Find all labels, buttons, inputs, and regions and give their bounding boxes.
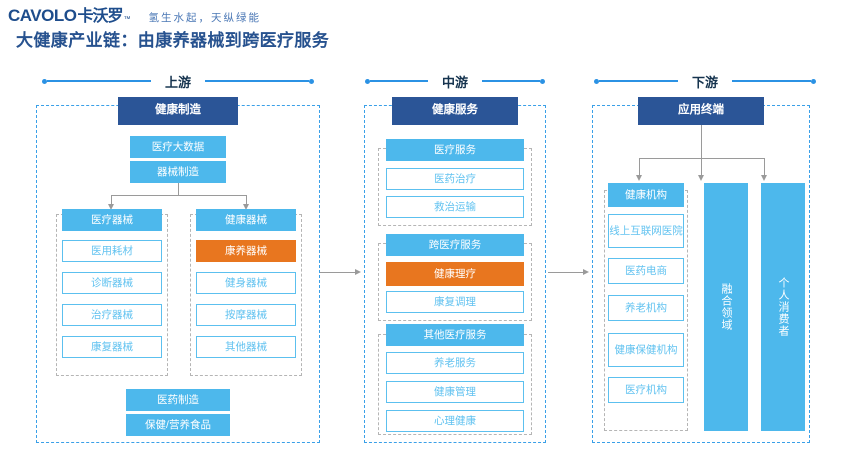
downstream-branch-left <box>639 158 640 176</box>
midstream-item-mental-health[interactable]: 心理健康 <box>386 410 524 432</box>
stage-line-left <box>47 80 151 82</box>
upstream-item-fitness-devices[interactable]: 健身器械 <box>196 272 296 294</box>
stage-dot-left <box>365 78 370 84</box>
arrow-midstream-to-downstream-icon <box>583 269 589 275</box>
downstream-item-online-internet-hospital[interactable]: 线上互联网医院 <box>608 214 684 248</box>
brand-tagline: 氢生水起，天纵绿能 <box>148 12 261 24</box>
midstream-item-pharmaceutical-treatment[interactable]: 医药治疗 <box>386 168 524 190</box>
downstream-vertical-box-individual-consumers[interactable]: 个人消费者 <box>761 183 805 431</box>
stage-label: 下游 <box>692 74 719 90</box>
upstream-item-other-devices[interactable]: 其他器械 <box>196 336 296 358</box>
downstream-branch-stem <box>701 125 702 158</box>
midstream-group-title-cross-medical-services[interactable]: 跨医疗服务 <box>386 234 524 256</box>
midstream-item-emergency-transport[interactable]: 救治运输 <box>386 196 524 218</box>
upstream-item-treatment-devices[interactable]: 治疗器械 <box>62 304 162 326</box>
downstream-branch-mid-arrow-icon <box>698 175 704 181</box>
upstream-item-rehab-devices[interactable]: 康复器械 <box>62 336 162 358</box>
stage-line-left <box>370 80 428 82</box>
stage-header-midstream: 中游 <box>365 72 546 90</box>
page-title: 大健康产业链：由康养器械到跨医疗服务 <box>16 31 330 50</box>
stage-line-right <box>205 80 310 82</box>
stage-dot-left <box>42 78 47 84</box>
stage-dot-right <box>309 78 315 84</box>
upstream-item-massage-devices[interactable]: 按摩器械 <box>196 304 296 326</box>
upstream-item-pharma-manufacturing[interactable]: 医药制造 <box>126 389 230 411</box>
upstream-item-diagnostic-devices[interactable]: 诊断器械 <box>62 272 162 294</box>
downstream-branch-left-arrow-icon <box>636 175 642 181</box>
upstream-branch-left-arrow-icon <box>108 204 114 210</box>
stage-line-right <box>482 80 541 82</box>
stage-dot-right <box>540 78 546 84</box>
upstream-item-medical-consumables[interactable]: 医用耗材 <box>62 240 162 262</box>
upstream-group-title-medical-devices[interactable]: 医疗器械 <box>62 209 162 231</box>
downstream-branch-right-arrow-icon <box>761 175 767 181</box>
upstream-branch-bar <box>111 195 246 196</box>
midstream-header-box[interactable]: 健康服务 <box>392 97 518 125</box>
stage-label: 上游 <box>165 74 192 90</box>
upstream-branch-right-arrow-icon <box>243 204 249 210</box>
upstream-group-title-health-devices[interactable]: 健康器械 <box>196 209 296 231</box>
stage-label: 中游 <box>442 74 469 90</box>
logo-latin-text: CAVOLO <box>8 6 77 25</box>
stage-line-right <box>732 80 812 82</box>
downstream-item-medical-institutions[interactable]: 医疗机构 <box>608 377 684 403</box>
midstream-item-rehab-conditioning[interactable]: 康复调理 <box>386 291 524 313</box>
midstream-item-health-management[interactable]: 健康管理 <box>386 381 524 403</box>
upstream-item-wellness-devices-highlight[interactable]: 康养器械 <box>196 240 296 262</box>
upstream-header-box[interactable]: 健康制造 <box>118 97 238 125</box>
stage-header-upstream: 上游 <box>42 72 315 90</box>
midstream-item-elderly-care-services[interactable]: 养老服务 <box>386 352 524 374</box>
midstream-group-title-other-medical-services[interactable]: 其他医疗服务 <box>386 324 524 346</box>
downstream-branch-right <box>764 158 765 176</box>
downstream-item-elderly-care-institutions[interactable]: 养老机构 <box>608 295 684 321</box>
stage-dot-left <box>594 78 599 84</box>
downstream-branch-mid <box>701 158 702 176</box>
downstream-vertical-box-integration-field[interactable]: 融合领域 <box>704 183 748 431</box>
trademark-icon: ™ <box>123 16 131 23</box>
upstream-branch-stem <box>178 183 179 195</box>
upstream-item-device-manufacturing[interactable]: 器械制造 <box>130 161 226 183</box>
arrow-upstream-to-midstream-icon <box>355 269 361 275</box>
logo-chinese-text: 卡沃罗 <box>77 8 123 25</box>
downstream-item-health-care-institutions[interactable]: 健康保健机构 <box>608 333 684 367</box>
midstream-item-health-physiotherapy-highlight[interactable]: 健康理疗 <box>386 262 524 286</box>
downstream-item-pharma-ecommerce[interactable]: 医药电商 <box>608 258 684 284</box>
downstream-group-title-health-institutions[interactable]: 健康机构 <box>608 183 684 207</box>
stage-line-left <box>599 80 678 82</box>
upstream-branch-left <box>111 195 112 205</box>
upstream-item-medical-bigdata[interactable]: 医疗大数据 <box>130 136 226 158</box>
arrow-upstream-to-midstream-line <box>320 272 358 273</box>
brand-logo: CAVOLO 卡沃罗 ™ 氢生水起，天纵绿能 <box>8 2 261 26</box>
downstream-header-box[interactable]: 应用终端 <box>638 97 764 125</box>
arrow-midstream-to-downstream-line <box>548 272 586 273</box>
midstream-group-title-medical-services[interactable]: 医疗服务 <box>386 139 524 161</box>
upstream-branch-right <box>246 195 247 205</box>
upstream-item-health-nutrition-food[interactable]: 保健/营养食品 <box>126 414 230 436</box>
stage-header-downstream: 下游 <box>594 72 817 90</box>
stage-dot-right <box>811 78 817 84</box>
